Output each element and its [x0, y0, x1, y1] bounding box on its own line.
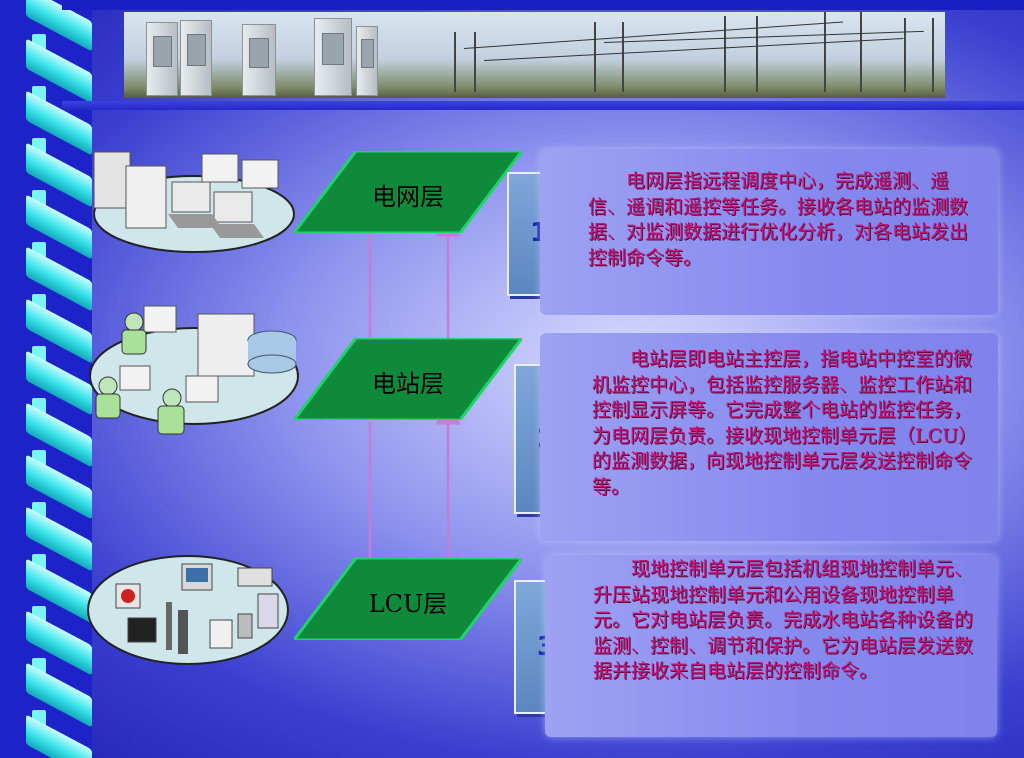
description-panel-2: 电站层即电站主控层，指电站中控室的微机监控中心，包括监控服务器、监控工作站和控制…: [540, 333, 998, 541]
layer-station: 电站层: [294, 338, 522, 420]
tower-icon: [904, 18, 934, 92]
cabinet-icon: [314, 18, 352, 96]
header-divider: [62, 101, 1024, 110]
tower-icon: [824, 12, 862, 92]
tower-icon: [454, 32, 476, 92]
layer-lcu: LCU层: [294, 558, 522, 640]
cabinet-icon: [356, 26, 378, 96]
description-text: 现地控制单元层包括机组现地控制单元、升压站现地控制单元和公用设备现地控制单元。它…: [593, 558, 974, 682]
cabinet-icon: [146, 22, 178, 96]
cabinet-icon: [242, 24, 276, 96]
layer-label: 电网层: [372, 183, 444, 211]
layer-label: 电站层: [372, 370, 444, 398]
top-bar: [62, 0, 1024, 10]
description-text: 电站层即电站主控层，指电站中控室的微机监控中心，包括监控服务器、监控工作站和控制…: [592, 348, 978, 498]
tower-icon: [724, 16, 758, 92]
substation-banner-image: [124, 12, 945, 98]
server-network-icon: [93, 151, 295, 253]
binding-strip: [0, 0, 92, 758]
description-panel-3: 现地控制单元层包括机组现地控制单元、升压站现地控制单元和公用设备现地控制单元。它…: [545, 555, 997, 737]
layer-grid: 电网层: [294, 151, 522, 233]
description-text: 电网层指远程调度中心，完成遥测、遥信、遥调和遥控等任务。接收各电站的监测数据、对…: [588, 170, 969, 269]
tower-icon: [594, 22, 624, 92]
layer-label: LCU层: [368, 590, 448, 618]
field-devices-icon: [87, 555, 289, 665]
workstation-network-icon: [89, 305, 299, 435]
description-panel-1: 电网层指远程调度中心，完成遥测、遥信、遥调和遥控等任务。接收各电站的监测数据、对…: [540, 149, 998, 315]
cabinet-icon: [180, 20, 212, 96]
